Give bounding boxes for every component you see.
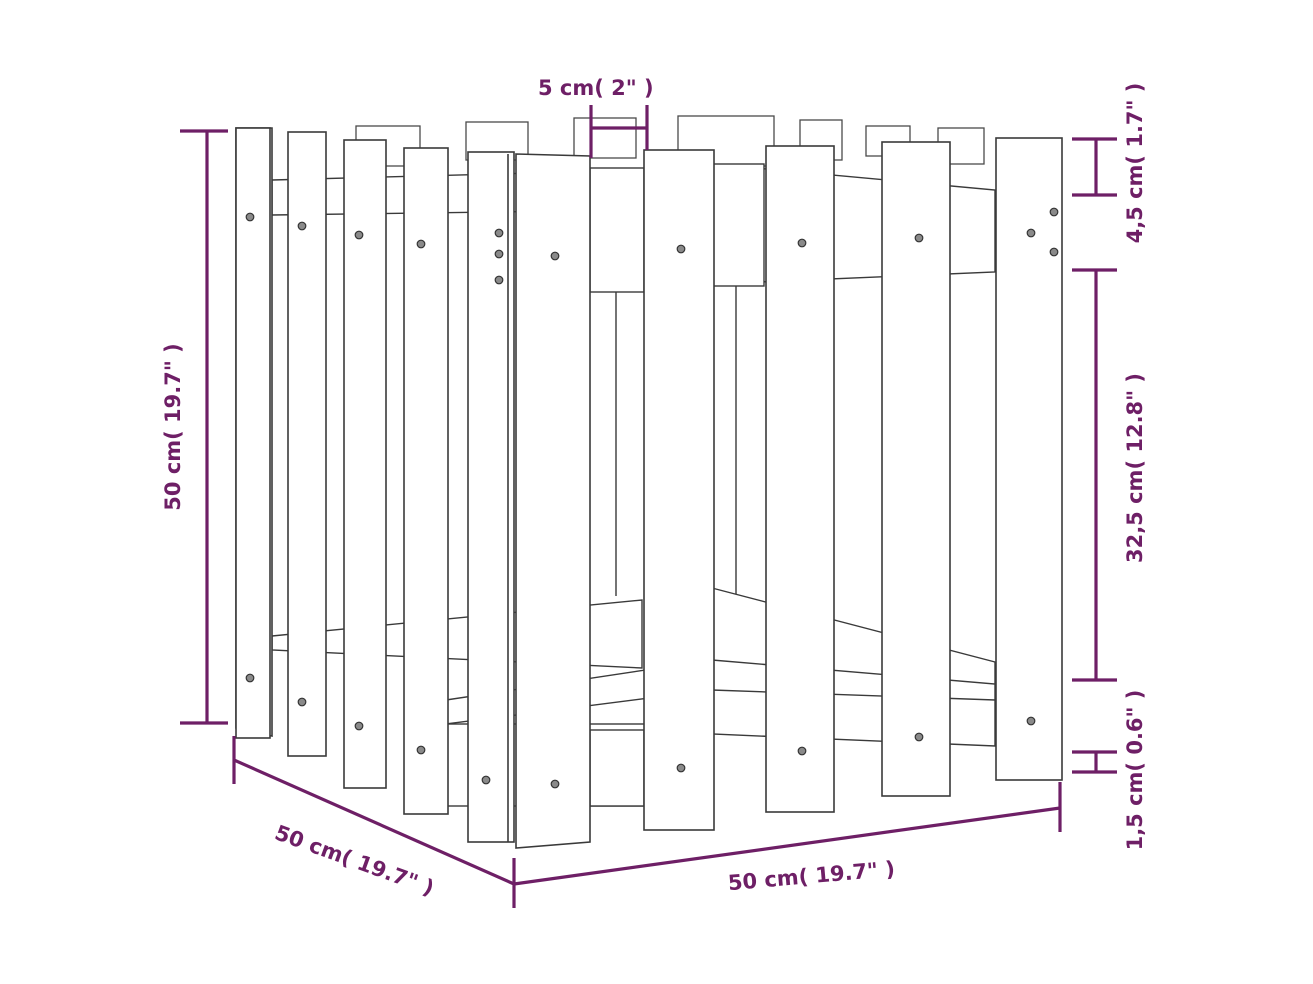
corner-plank — [467, 151, 515, 843]
top-gap-label: 4,5 cm( 1.7" ) — [1123, 83, 1147, 244]
screw-icon — [914, 233, 924, 243]
screw-icon — [297, 697, 307, 707]
front-plank — [765, 145, 835, 813]
screws — [245, 207, 1059, 789]
screw-icon — [550, 251, 560, 261]
slot-height-label: 32,5 cm( 12.8" ) — [1123, 373, 1147, 563]
depth-label: 50 cm( 19.7" ) — [272, 821, 438, 901]
screw-icon — [1049, 247, 1059, 257]
left-side-planks — [235, 127, 515, 843]
screw-icon — [245, 212, 255, 222]
screw-icon — [481, 775, 491, 785]
screw-icon — [1049, 207, 1059, 217]
front-width-line — [513, 806, 1061, 886]
front-plank — [515, 153, 591, 849]
inner-post — [589, 167, 645, 293]
height-label: 50 cm( 19.7" ) — [161, 343, 185, 510]
front-plank — [881, 141, 951, 797]
plank-width-label: 5 cm( 2" ) — [538, 76, 654, 100]
screw-icon — [550, 779, 560, 789]
front-bottom-rail — [589, 729, 645, 807]
front-width-label: 50 cm( 19.7" ) — [727, 857, 896, 896]
side-plank — [235, 127, 271, 739]
screw-icon — [494, 275, 504, 285]
inner-post — [711, 163, 765, 287]
front-plank — [995, 137, 1063, 781]
screw-icon — [1026, 228, 1036, 238]
back-plank — [573, 117, 637, 159]
screw-icon — [245, 673, 255, 683]
screw-icon — [1026, 716, 1036, 726]
screw-icon — [297, 221, 307, 231]
screw-icon — [354, 721, 364, 731]
bottom-gap-label: 1,5 cm( 0.6" ) — [1123, 690, 1147, 851]
screw-icon — [797, 746, 807, 756]
dimension-lines — [180, 105, 1117, 908]
screw-icon — [416, 745, 426, 755]
side-plank — [287, 131, 327, 757]
screw-icon — [676, 763, 686, 773]
front-plank — [643, 149, 715, 831]
screw-icon — [416, 239, 426, 249]
screw-icon — [354, 230, 364, 240]
screw-icon — [914, 732, 924, 742]
depth-line — [233, 758, 515, 886]
front-planks — [515, 137, 1063, 849]
screw-icon — [494, 249, 504, 259]
side-plank — [343, 139, 387, 789]
side-plank — [403, 147, 449, 815]
screw-icon — [676, 244, 686, 254]
screw-icon — [494, 228, 504, 238]
screw-icon — [797, 238, 807, 248]
